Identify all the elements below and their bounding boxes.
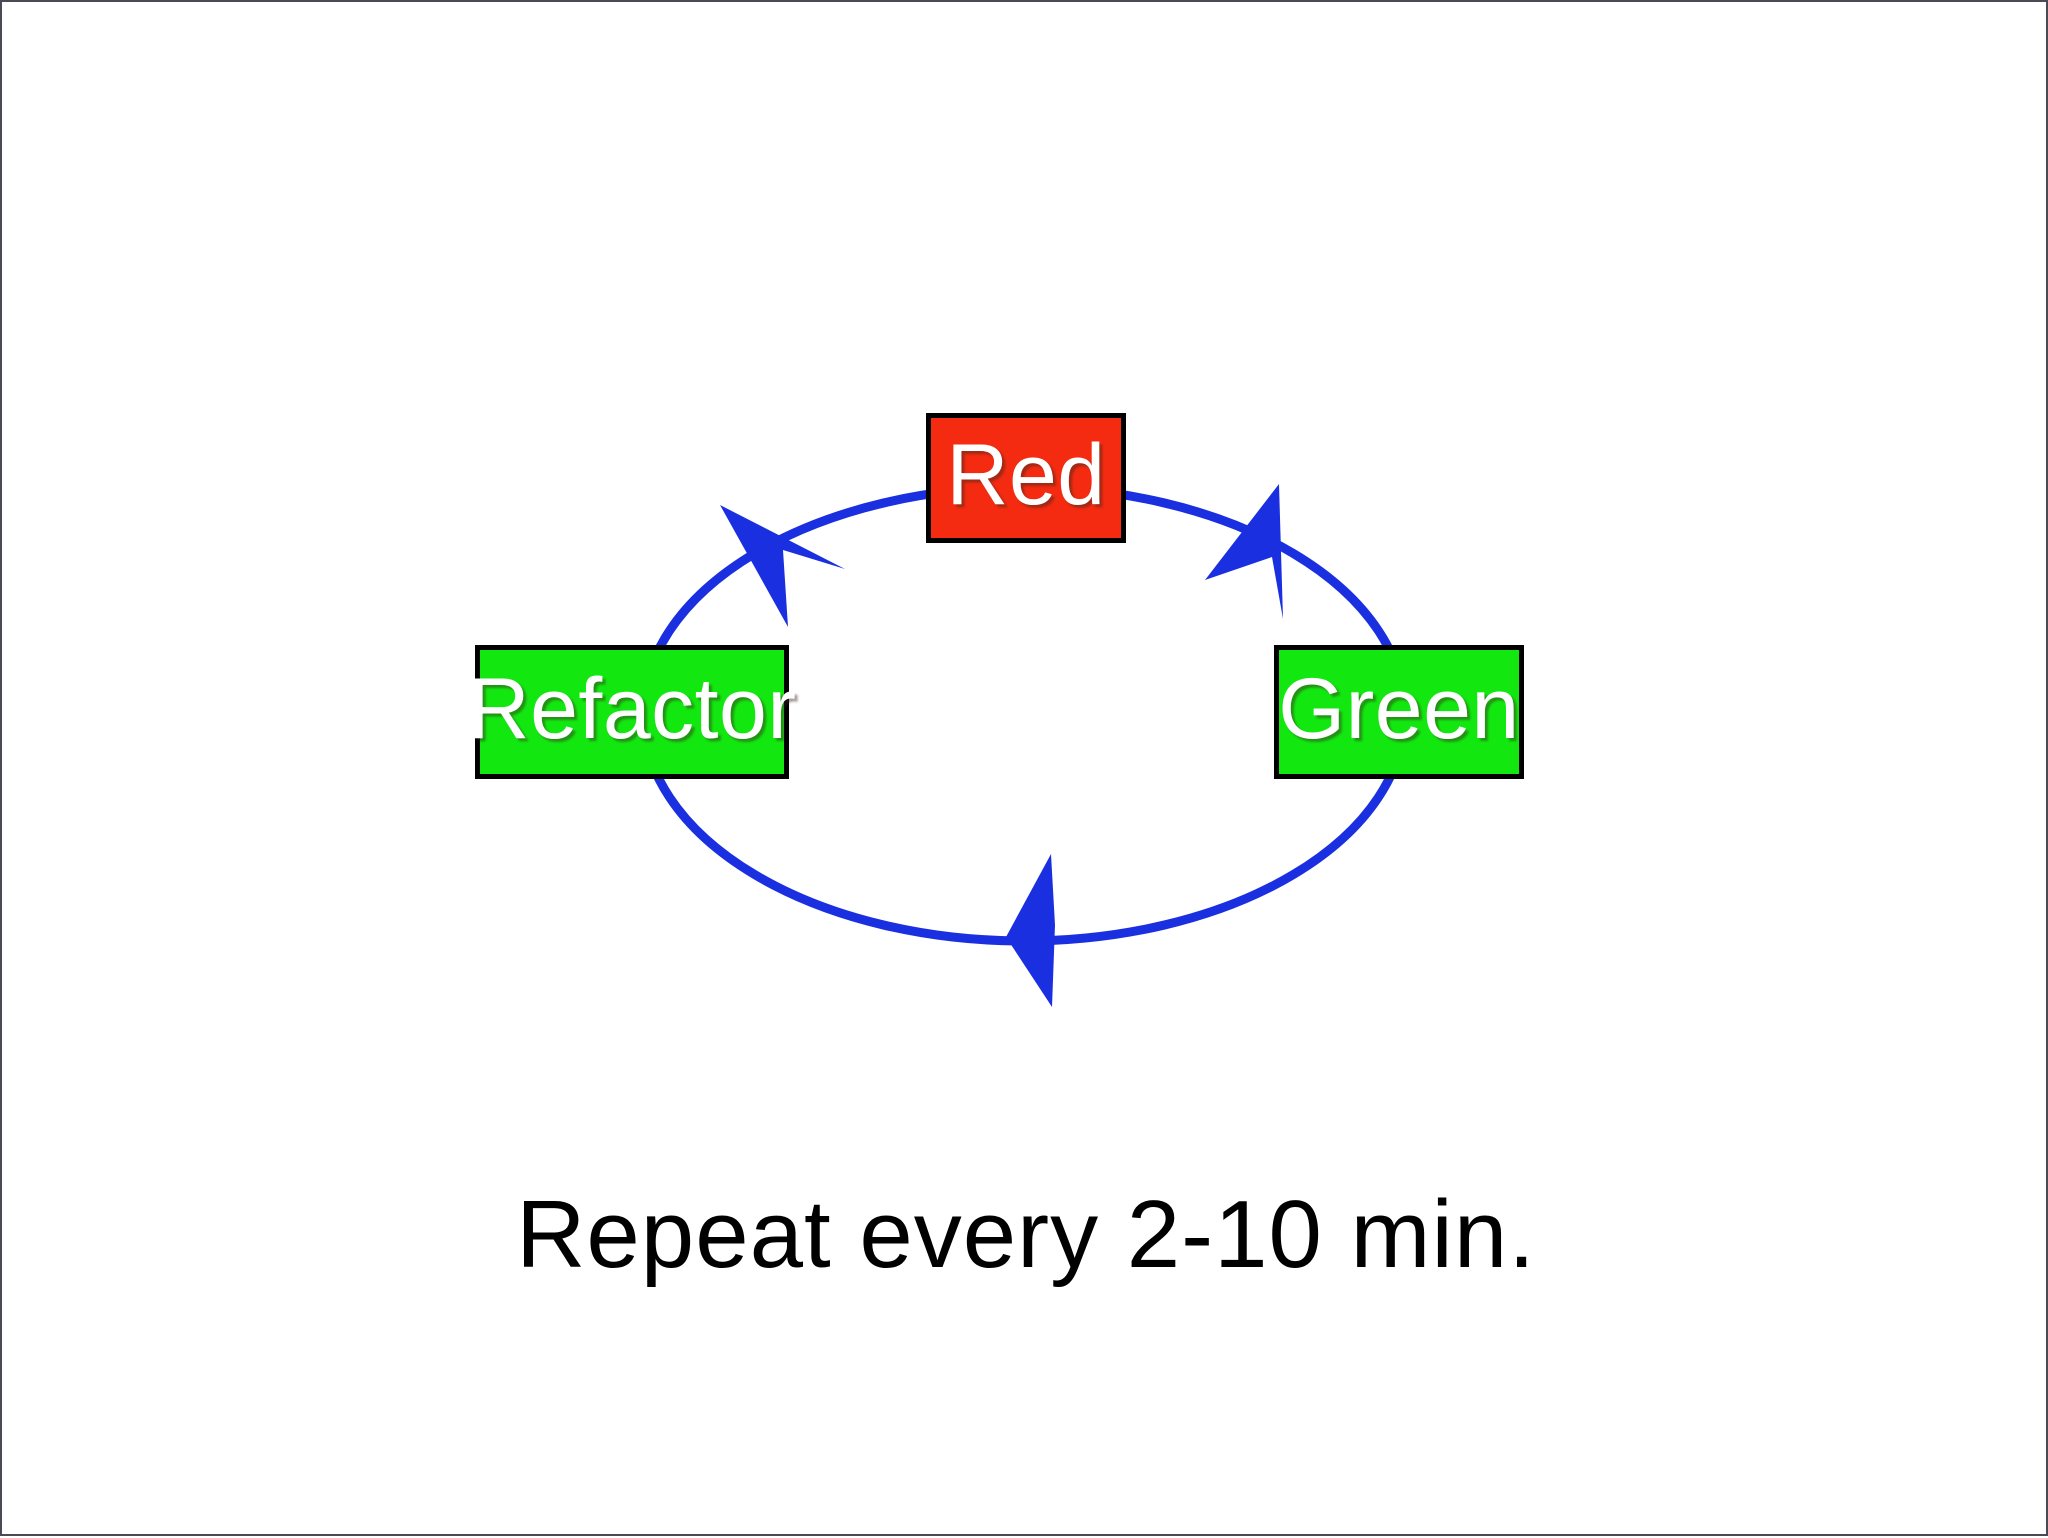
node-red-label: Red — [946, 427, 1106, 523]
node-refactor[interactable]: Refactor — [467, 645, 796, 779]
arrow-to-green-head — [1205, 484, 1283, 619]
arrow-to-red-head — [720, 505, 845, 627]
node-green[interactable]: Green — [1274, 645, 1524, 779]
caption-text: Repeat every 2-10 min. — [516, 1181, 1536, 1288]
node-red[interactable]: Red — [926, 413, 1126, 543]
arrow-to-refactor-head — [1006, 854, 1055, 1007]
node-green-label: Green — [1278, 661, 1520, 757]
node-refactor-label: Refactor — [467, 661, 797, 757]
